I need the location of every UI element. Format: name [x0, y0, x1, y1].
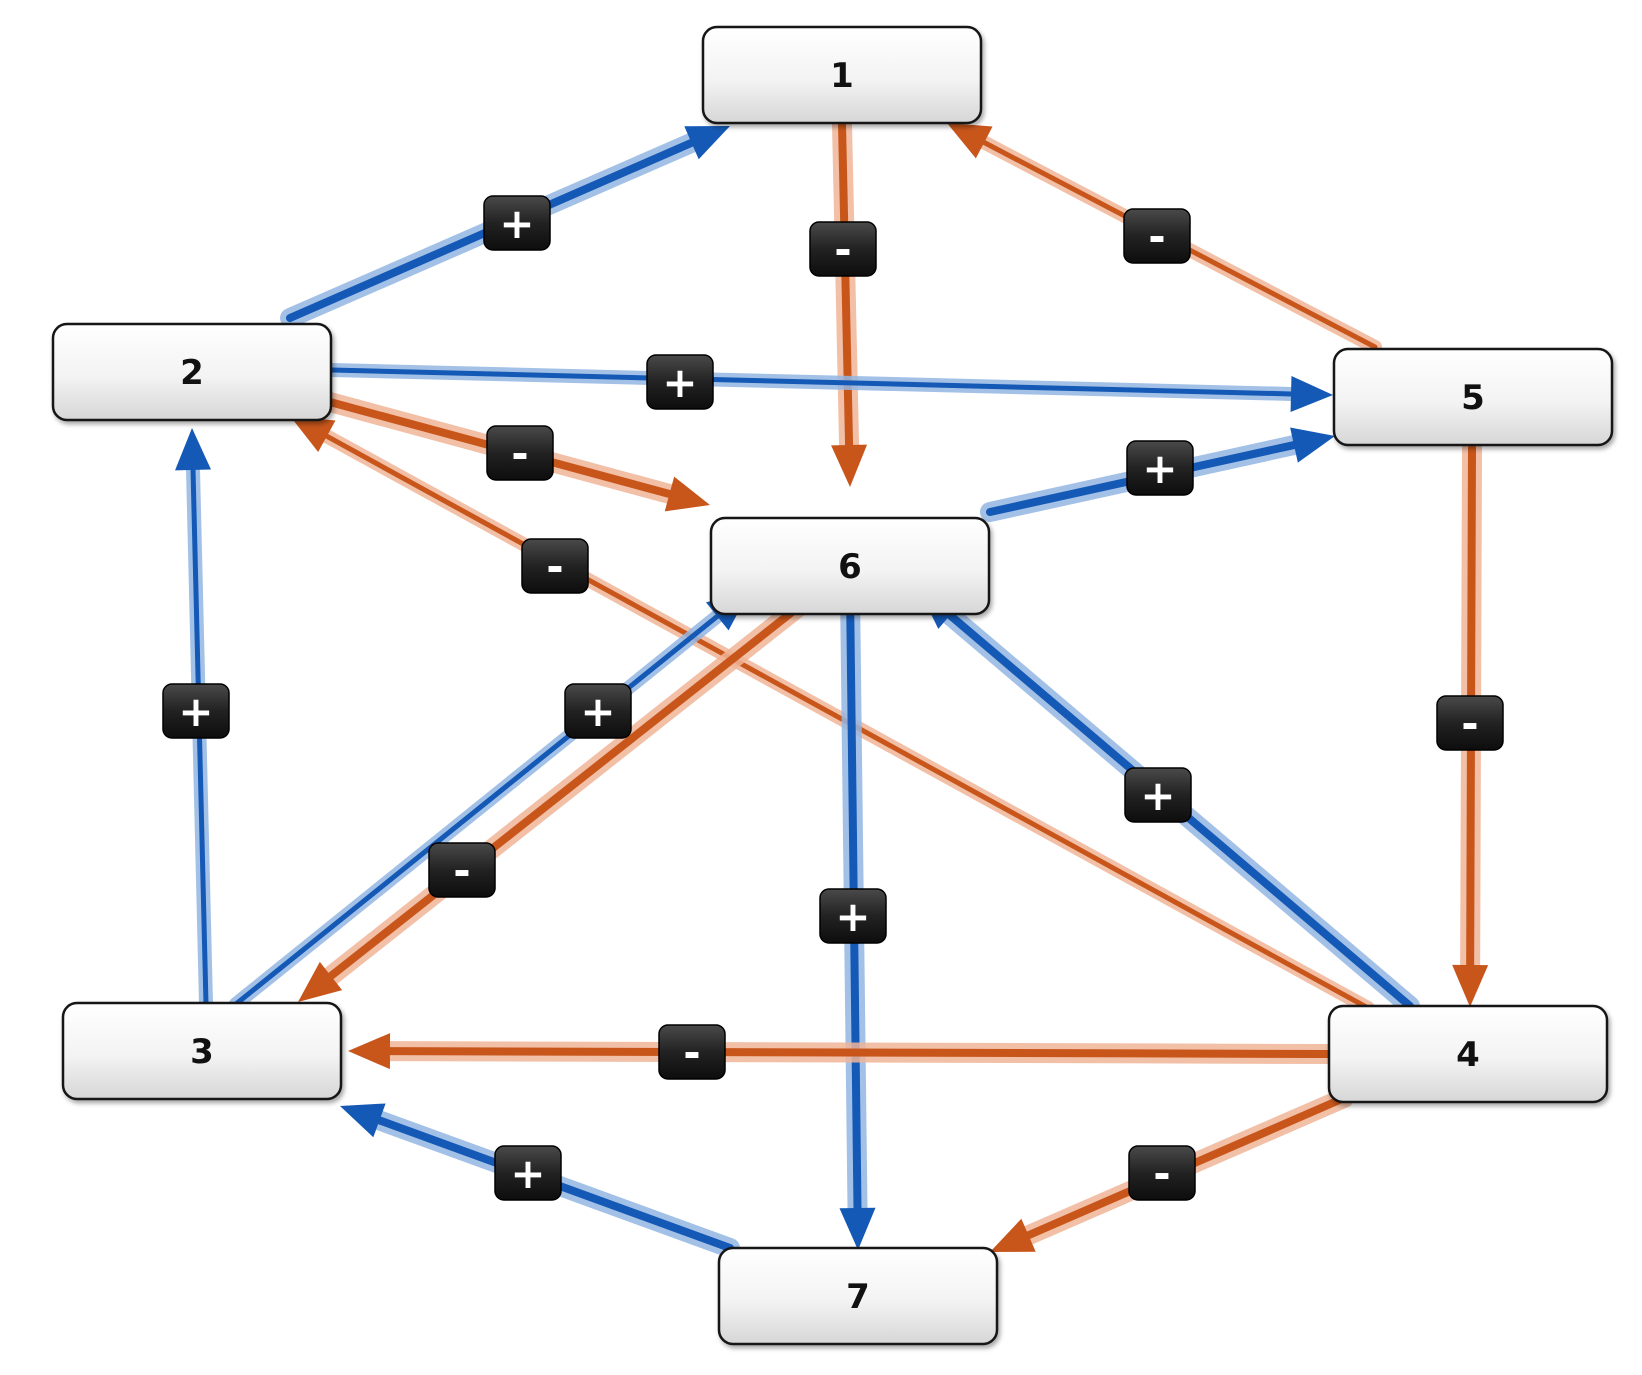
plus-badge-3-6: +	[564, 683, 632, 739]
badge-box	[486, 425, 554, 481]
badge-box	[521, 538, 589, 594]
edge-line	[233, 613, 720, 1007]
badge-box	[1126, 440, 1194, 496]
edge-line	[326, 586, 824, 980]
arrowhead-icon	[1452, 964, 1489, 1007]
sign-label: -	[834, 225, 851, 274]
node-box	[1332, 347, 1614, 447]
sign-label: +	[499, 199, 534, 248]
edge-3-to-6	[229, 590, 750, 1011]
node-label: 4	[1456, 1035, 1480, 1075]
minus-badge-5-4: -	[1436, 695, 1504, 751]
node-box	[1327, 1004, 1609, 1104]
sign-label: -	[1153, 1149, 1170, 1198]
edge-line	[329, 367, 1294, 397]
node-4[interactable]: 4	[1327, 1004, 1609, 1104]
node-box	[717, 1246, 999, 1346]
minus-badge-4-3: -	[658, 1024, 726, 1080]
node-label: 7	[846, 1277, 870, 1317]
node-box	[709, 516, 991, 616]
edge-1-to-6	[831, 114, 868, 487]
edge-6-to-3	[298, 580, 830, 1002]
sign-label: +	[510, 1149, 545, 1198]
arrowhead-icon	[348, 1033, 391, 1070]
badge-box	[1436, 695, 1504, 751]
arrowhead-icon	[175, 428, 212, 471]
sign-label: +	[580, 687, 615, 736]
badge-box	[1128, 1145, 1196, 1201]
sign-label: +	[662, 358, 697, 407]
node-5[interactable]: 5	[1332, 347, 1614, 447]
node-label: 6	[838, 547, 862, 587]
edge-line	[838, 120, 854, 450]
plus-badge-6-7: +	[819, 888, 887, 944]
badge-box	[162, 683, 230, 739]
node-label: 5	[1461, 378, 1485, 418]
badge-box	[428, 842, 496, 898]
node-box	[701, 25, 983, 125]
sign-label: -	[546, 542, 563, 591]
sign-label: +	[1140, 771, 1175, 820]
badge-box	[646, 354, 714, 410]
arrowhead-icon	[990, 1218, 1036, 1252]
plus-badge-7-3: +	[494, 1145, 562, 1201]
plus-badge-3-2: +	[162, 683, 230, 739]
node-1[interactable]: 1	[701, 25, 983, 125]
badge-box	[1123, 208, 1191, 264]
edge-4-to-3	[348, 1033, 1340, 1070]
sign-badges-layer: + - - + - + - + + - + + - - + -	[162, 195, 1504, 1201]
minus-badge-4-7: -	[1128, 1145, 1196, 1201]
arrowhead-icon	[298, 961, 343, 1002]
minus-badge-2-6: -	[486, 425, 554, 481]
node-7[interactable]: 7	[717, 1246, 999, 1346]
sign-label: +	[1142, 444, 1177, 493]
arrowhead-icon	[839, 1207, 876, 1250]
arrowhead-icon	[664, 476, 710, 512]
node-label: 3	[190, 1032, 214, 1072]
arrowhead-icon	[1290, 427, 1335, 463]
sign-label: -	[453, 846, 470, 895]
node-label: 2	[180, 353, 204, 393]
sign-label: -	[1148, 212, 1165, 261]
minus-badge-4-2: -	[521, 538, 589, 594]
nodes-layer: 1 2 3 4 5 6 7	[51, 25, 1614, 1346]
sign-label: -	[683, 1028, 700, 1077]
badge-box	[658, 1024, 726, 1080]
edge-2-to-5	[325, 363, 1333, 412]
badge-box	[819, 888, 887, 944]
badge-box	[494, 1145, 562, 1201]
sign-label: -	[511, 429, 528, 478]
badge-box	[809, 221, 877, 277]
sign-label: +	[835, 892, 870, 941]
edges-layer	[175, 114, 1489, 1258]
node-3[interactable]: 3	[61, 1001, 343, 1101]
node-6[interactable]: 6	[709, 516, 991, 616]
minus-badge-6-3: -	[428, 842, 496, 898]
arrowhead-icon	[1290, 375, 1333, 412]
sign-label: -	[1461, 699, 1478, 748]
minus-badge-1-6: -	[809, 221, 877, 277]
node-2[interactable]: 2	[51, 322, 333, 422]
arrowhead-icon	[831, 444, 868, 487]
edge-line	[385, 1047, 1334, 1058]
minus-badge-5-1: -	[1123, 208, 1191, 264]
plus-badge-6-5: +	[1126, 440, 1194, 496]
sign-label: +	[178, 687, 213, 736]
node-box	[61, 1001, 343, 1101]
badge-box	[483, 195, 551, 251]
node-box	[51, 322, 333, 422]
badge-box	[1124, 767, 1192, 823]
arrowhead-icon	[947, 123, 993, 159]
arrowhead-icon	[684, 126, 730, 160]
node-label: 1	[830, 56, 854, 96]
badge-box	[564, 683, 632, 739]
plus-badge-2-1: +	[483, 195, 551, 251]
arrowhead-icon	[290, 416, 336, 452]
plus-badge-2-5: +	[646, 354, 714, 410]
plus-badge-4-6: +	[1124, 767, 1192, 823]
arrowhead-icon	[340, 1103, 386, 1138]
